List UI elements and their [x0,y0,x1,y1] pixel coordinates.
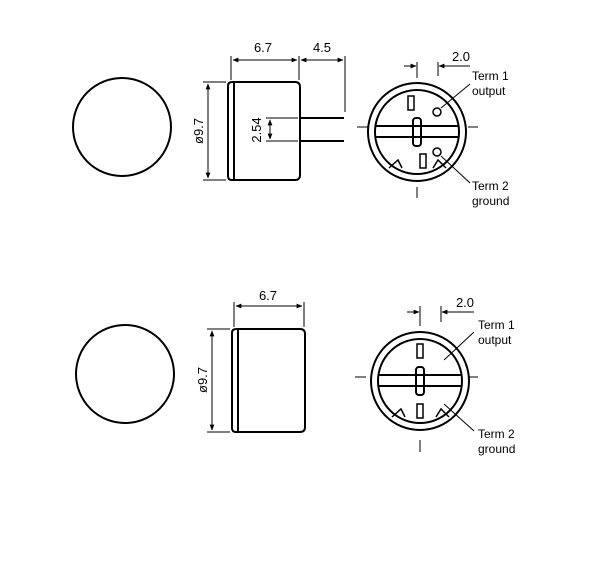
top-rear-view [357,66,478,198]
bottom-term2-callout: Term 2 ground [443,403,515,456]
top-term1-callout: Term 1 output [440,69,509,109]
top-rear-inner-ring [374,89,460,175]
bottom-variant: 6.7 ø9.7 [75,288,515,456]
bottom-dim-diameter-label: ø9.7 [195,367,210,393]
top-side-view [227,81,344,181]
bottom-dim-terminal-offset: 2.0 [407,295,474,322]
bottom-dim-terminal-offset-label: 2.0 [456,295,474,310]
bottom-term1-sub: output [478,333,512,347]
top-dim-diameter: ø9.7 [191,81,226,181]
top-dim-diameter-label: ø9.7 [191,118,206,144]
top-term1-label: Term 1 [472,69,509,83]
top-dim-pin-spacing: 2.54 [249,117,298,143]
top-dim-pin-length-label: 4.5 [313,40,331,55]
top-dim-pin-spacing-label: 2.54 [249,117,264,142]
top-variant: 6.7 4.5 ø9.7 2.54 [72,40,509,208]
top-term2-sub: ground [472,194,509,208]
bottom-rear-outer-ring [370,331,470,431]
top-dim-terminal-offset: 2.0 [404,49,470,76]
bottom-term2-sub: ground [478,442,515,456]
bottom-dim-diameter: ø9.7 [195,328,230,433]
top-term1-pad [432,107,442,117]
bottom-rear-view [355,315,478,452]
bottom-side-view [231,328,306,433]
top-dim-terminal-offset-label: 2.0 [452,49,470,64]
bottom-rear-inner-ring [377,338,463,424]
top-dim-pin-length: 4.5 [300,40,346,112]
top-term2-callout: Term 2 ground [440,155,509,208]
bottom-dim-body-length: 6.7 [233,288,305,327]
bottom-dim-body-length-label: 6.7 [259,288,277,303]
top-term2-pad [432,147,442,157]
bottom-term2-label: Term 2 [478,427,515,441]
bottom-term1-callout: Term 1 output [443,318,515,361]
bottom-term1-label: Term 1 [478,318,515,332]
top-rear-outer-ring [367,82,467,182]
top-term1-sub: output [472,84,506,98]
bottom-front-view-circle [75,324,175,424]
top-term2-label: Term 2 [472,179,509,193]
top-front-view-circle [72,77,172,177]
top-dim-body-length: 6.7 [230,40,300,80]
top-dim-body-length-label: 6.7 [254,40,272,55]
